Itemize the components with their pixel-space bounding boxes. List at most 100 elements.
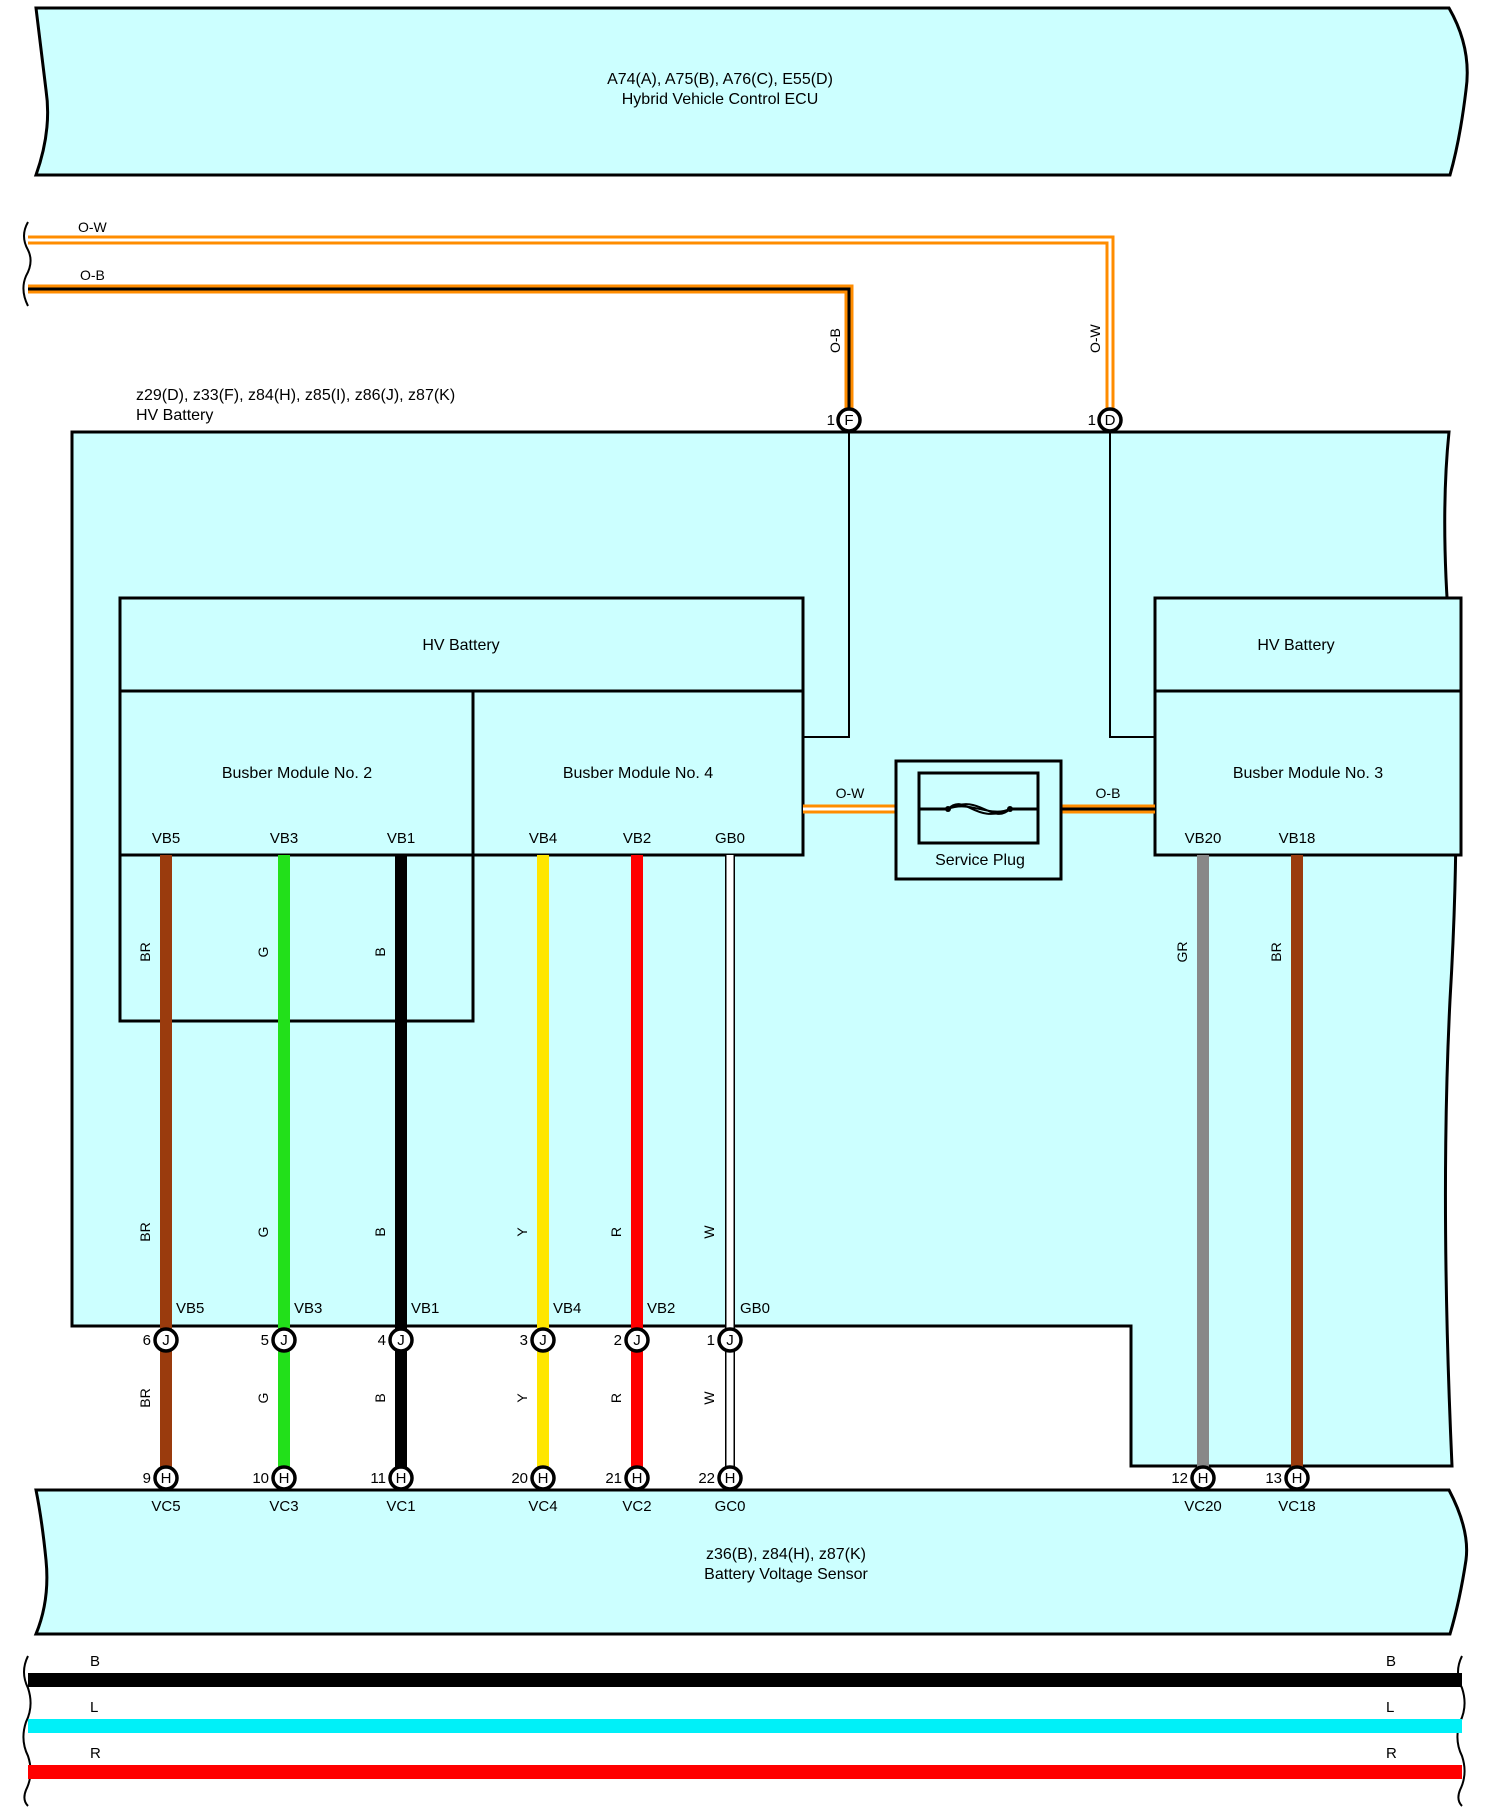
busbar3-box	[1153, 689, 1463, 857]
wire-color-label-mid-3: Y	[514, 1227, 530, 1237]
legend-code-right-b: B	[1386, 1653, 1396, 1670]
legend-code-right-l: L	[1386, 1699, 1394, 1716]
hv-assembly-ids: z29(D), z33(F), z84(H), z85(I), z86(J), …	[136, 387, 455, 404]
service-plug-label-left: O-W	[836, 785, 866, 801]
j-pin-number-0: 6	[143, 1332, 151, 1349]
h-pin-number-20: 20	[511, 1470, 528, 1487]
wire-color-label-upper-0: BR	[137, 942, 153, 961]
connector-j-3: J	[530, 1327, 556, 1353]
legend-code-left-l: L	[90, 1699, 98, 1716]
wire-color-label-right-0: GR	[1174, 942, 1190, 963]
connector-h-10: H	[271, 1465, 297, 1491]
wire-o-b	[28, 284, 854, 418]
connector-f: F	[836, 407, 862, 433]
wire-break-left	[22, 221, 32, 307]
j-pin-number-3: 3	[520, 1332, 528, 1349]
fuse-icon	[919, 803, 1038, 815]
busbar2-label: Busber Module No. 2	[222, 765, 372, 782]
h-pin-number-12: 12	[1171, 1470, 1188, 1487]
connector-h-22: H	[717, 1465, 743, 1491]
j-pin-name-2: VB1	[411, 1300, 439, 1317]
wire-color-label-mid-0: BR	[137, 1222, 153, 1241]
j-pin-name-3: VB4	[553, 1300, 581, 1317]
sensor-pin-vc18: VC18	[1278, 1498, 1316, 1515]
module-pin-vb3: VB3	[270, 830, 298, 847]
h-pin-number-21: 21	[605, 1470, 622, 1487]
sensor-pin-vc2: VC2	[622, 1498, 651, 1515]
svg-text:J: J	[397, 1332, 405, 1349]
hv-battery-left-label: HV Battery	[422, 637, 499, 654]
svg-text:D: D	[1105, 412, 1116, 429]
legend-code-left-b: B	[90, 1653, 100, 1670]
connector-j-2: J	[624, 1327, 650, 1353]
wire-color-label-lower-5: W	[701, 1391, 717, 1405]
wire-color-label-right-1: BR	[1268, 942, 1284, 961]
svg-text:H: H	[161, 1470, 172, 1487]
svg-text:J: J	[633, 1332, 641, 1349]
hv-assembly-name: HV Battery	[136, 407, 213, 424]
svg-text:J: J	[539, 1332, 547, 1349]
terminal-wires: VB5BRBRBRVB3GGGVB1BBBVB4YYVB2RRGB0WWVB20…	[137, 830, 1315, 1478]
connector-d: D	[1097, 407, 1123, 433]
wire-label-o-w: O-W	[78, 219, 108, 235]
sensor-pin-vc20: VC20	[1184, 1498, 1222, 1515]
vertical-label-o-b: O-B	[827, 328, 843, 353]
sensor-ids: z36(B), z84(H), z87(K)	[706, 1546, 866, 1563]
connector-h-20: H	[530, 1465, 556, 1491]
wire-color-label-upper-1: G	[255, 947, 271, 958]
j-pin-name-5: GB0	[740, 1300, 770, 1317]
connector-h-12: H	[1190, 1465, 1216, 1491]
busbar3-label: Busber Module No. 3	[1233, 765, 1383, 782]
sensor-box	[33, 1488, 1469, 1636]
wire-color-label-mid-5: W	[701, 1225, 717, 1239]
svg-text:H: H	[1292, 1470, 1303, 1487]
connector-j-4: J	[388, 1327, 414, 1353]
svg-text:J: J	[280, 1332, 288, 1349]
connector-j-1: J	[717, 1327, 743, 1353]
svg-text:H: H	[279, 1470, 290, 1487]
sensor-pin-gc0: GC0	[715, 1498, 746, 1515]
svg-text:J: J	[162, 1332, 170, 1349]
ecu-name: Hybrid Vehicle Control ECU	[622, 91, 819, 108]
service-plug-name: Service Plug	[935, 852, 1025, 869]
top-pin-number-d: 1	[1088, 412, 1096, 429]
connector-j-5: J	[271, 1327, 297, 1353]
connector-h-11: H	[388, 1465, 414, 1491]
svg-text:H: H	[1198, 1470, 1209, 1487]
wire-color-label-mid-1: G	[255, 1227, 271, 1238]
j-pin-name-1: VB3	[294, 1300, 322, 1317]
hv-battery-right-label: HV Battery	[1257, 637, 1334, 654]
module-pin-vb20: VB20	[1185, 830, 1222, 847]
sensor-name: Battery Voltage Sensor	[704, 1566, 868, 1583]
wire-color-label-upper-2: B	[372, 947, 388, 956]
h-pin-number-10: 10	[252, 1470, 269, 1487]
module-pin-vb2: VB2	[623, 830, 651, 847]
wire-color-label-lower-0: BR	[137, 1388, 153, 1407]
module-pin-vb1: VB1	[387, 830, 415, 847]
wire-color-label-mid-2: B	[372, 1227, 388, 1236]
svg-text:H: H	[396, 1470, 407, 1487]
wire-color-label-lower-2: B	[372, 1393, 388, 1402]
sensor-pin-vc5: VC5	[151, 1498, 180, 1515]
wire-label-o-b: O-B	[80, 267, 105, 283]
j-pin-name-0: VB5	[176, 1300, 204, 1317]
h-pin-number-11: 11	[370, 1470, 386, 1487]
h-pin-number-13: 13	[1265, 1470, 1282, 1487]
svg-text:H: H	[632, 1470, 643, 1487]
top-pin-number-f: 1	[827, 412, 835, 429]
wire-f-internal	[803, 432, 850, 738]
service-plug-label-right: O-B	[1096, 785, 1121, 801]
sensor-pin-vc4: VC4	[528, 1498, 557, 1515]
sensor-pin-vc1: VC1	[386, 1498, 415, 1515]
wire-o-w	[28, 235, 1115, 418]
module-pin-gb0: GB0	[715, 830, 745, 847]
vertical-label-o-w: O-W	[1087, 323, 1103, 353]
svg-text:H: H	[538, 1470, 549, 1487]
j-pin-name-4: VB2	[647, 1300, 675, 1317]
j-pin-number-2: 4	[378, 1332, 386, 1349]
legend-code-right-r: R	[1386, 1745, 1397, 1762]
h-pin-number-22: 22	[698, 1470, 715, 1487]
h-pin-number-9: 9	[143, 1470, 151, 1487]
